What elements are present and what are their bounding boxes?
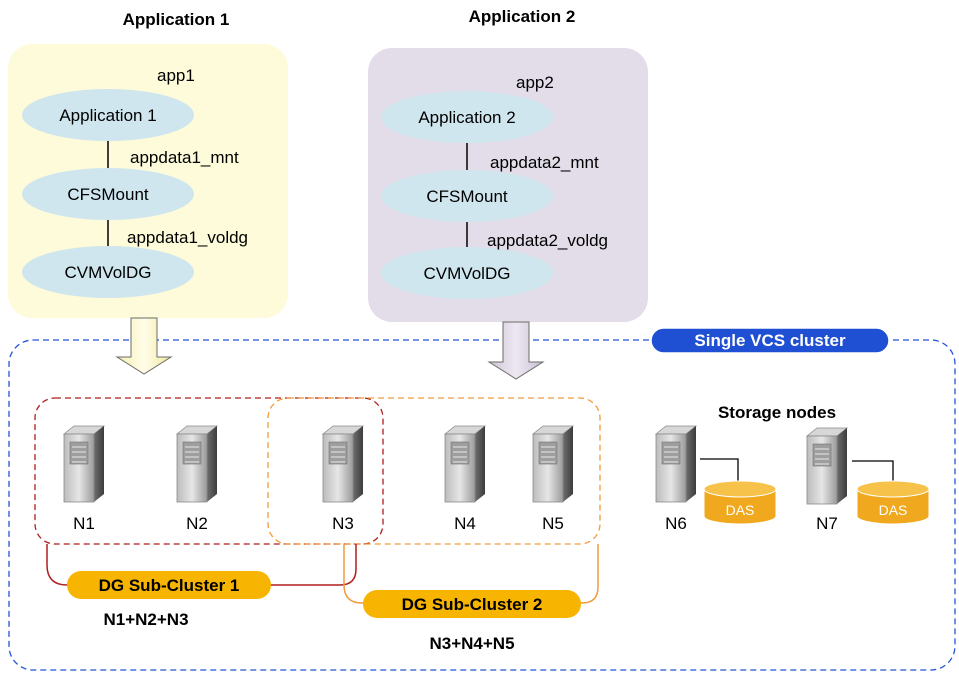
app2-cfsmount-resource bbox=[381, 170, 553, 222]
node-label-n7: N7 bbox=[816, 514, 838, 533]
server-icon-n1 bbox=[62, 425, 106, 503]
dg-sub-cluster-1-badge bbox=[67, 571, 271, 599]
server-icon-n6 bbox=[654, 425, 698, 503]
app1-cfsmount-resource bbox=[22, 168, 194, 220]
dg-sub-cluster-2-badge bbox=[363, 590, 581, 618]
vcs-cluster-label: Single VCS cluster bbox=[694, 331, 846, 350]
n6-das-label: DAS bbox=[726, 502, 755, 518]
vcs-cluster-badge bbox=[650, 327, 890, 354]
server-nodes bbox=[62, 425, 849, 505]
dg-sub-cluster-2-members: N3+N4+N5 bbox=[429, 634, 514, 653]
app1-deploy-arrow bbox=[115, 317, 173, 375]
n7-das-link bbox=[852, 460, 894, 484]
app2-cvmvoldg-resource-name: CVMVolDG bbox=[424, 264, 511, 283]
node-label-n3: N3 bbox=[332, 514, 354, 533]
storage-nodes-label: Storage nodes bbox=[718, 403, 836, 422]
app1-cfsmount-resource-label: appdata1_mnt bbox=[130, 148, 239, 167]
app1-cvmvoldg-resource bbox=[22, 246, 194, 298]
app1-application-resource bbox=[22, 89, 194, 141]
app1-application-resource-label: app1 bbox=[157, 66, 195, 85]
n6-das-link bbox=[700, 458, 739, 483]
app1-cvmvoldg-resource-name: CVMVolDG bbox=[65, 263, 152, 282]
app2-cvmvoldg-resource-label: appdata2_voldg bbox=[487, 231, 608, 250]
n7-das-label: DAS bbox=[879, 502, 908, 518]
app2-cvmvoldg-resource bbox=[381, 247, 553, 299]
server-icon-n5 bbox=[531, 425, 575, 503]
server-icon-n2 bbox=[175, 425, 219, 503]
app1-application-resource-name: Application 1 bbox=[59, 106, 156, 125]
server-icon-n3 bbox=[321, 425, 365, 503]
app2-application-resource-label: app2 bbox=[516, 73, 554, 92]
node-label-n2: N2 bbox=[186, 514, 208, 533]
dg-sub-cluster-1-members: N1+N2+N3 bbox=[103, 610, 188, 629]
node-label-n1: N1 bbox=[73, 514, 95, 533]
app1-cvmvoldg-resource-label: appdata1_voldg bbox=[127, 228, 248, 247]
app1-title: Application 1 bbox=[123, 10, 230, 29]
app2-title: Application 2 bbox=[469, 7, 576, 26]
server-icon-n7 bbox=[805, 427, 849, 505]
node-label-n4: N4 bbox=[454, 514, 476, 533]
vcs-cluster-boundary bbox=[8, 339, 956, 671]
app2-application-resource-name: Application 2 bbox=[418, 108, 515, 127]
dg-sub-cluster-1-label: DG Sub-Cluster 1 bbox=[99, 576, 240, 595]
node-label-n5: N5 bbox=[542, 514, 564, 533]
node-label-n6: N6 bbox=[665, 514, 687, 533]
dg-sub-cluster-1-boundary bbox=[34, 397, 384, 545]
app2-application-resource bbox=[381, 91, 553, 143]
n6-das-disk bbox=[703, 480, 777, 525]
app2-deploy-arrow bbox=[487, 321, 545, 380]
app2-cfsmount-resource-name: CFSMount bbox=[426, 187, 508, 206]
dg-sub-cluster-2-boundary bbox=[267, 397, 601, 545]
dg-sub-cluster-2-label: DG Sub-Cluster 2 bbox=[402, 595, 543, 614]
app2-cfsmount-resource-label: appdata2_mnt bbox=[490, 153, 599, 172]
app1-cfsmount-resource-name: CFSMount bbox=[67, 185, 149, 204]
server-icon-n4 bbox=[443, 425, 487, 503]
n7-das-disk bbox=[856, 480, 930, 525]
